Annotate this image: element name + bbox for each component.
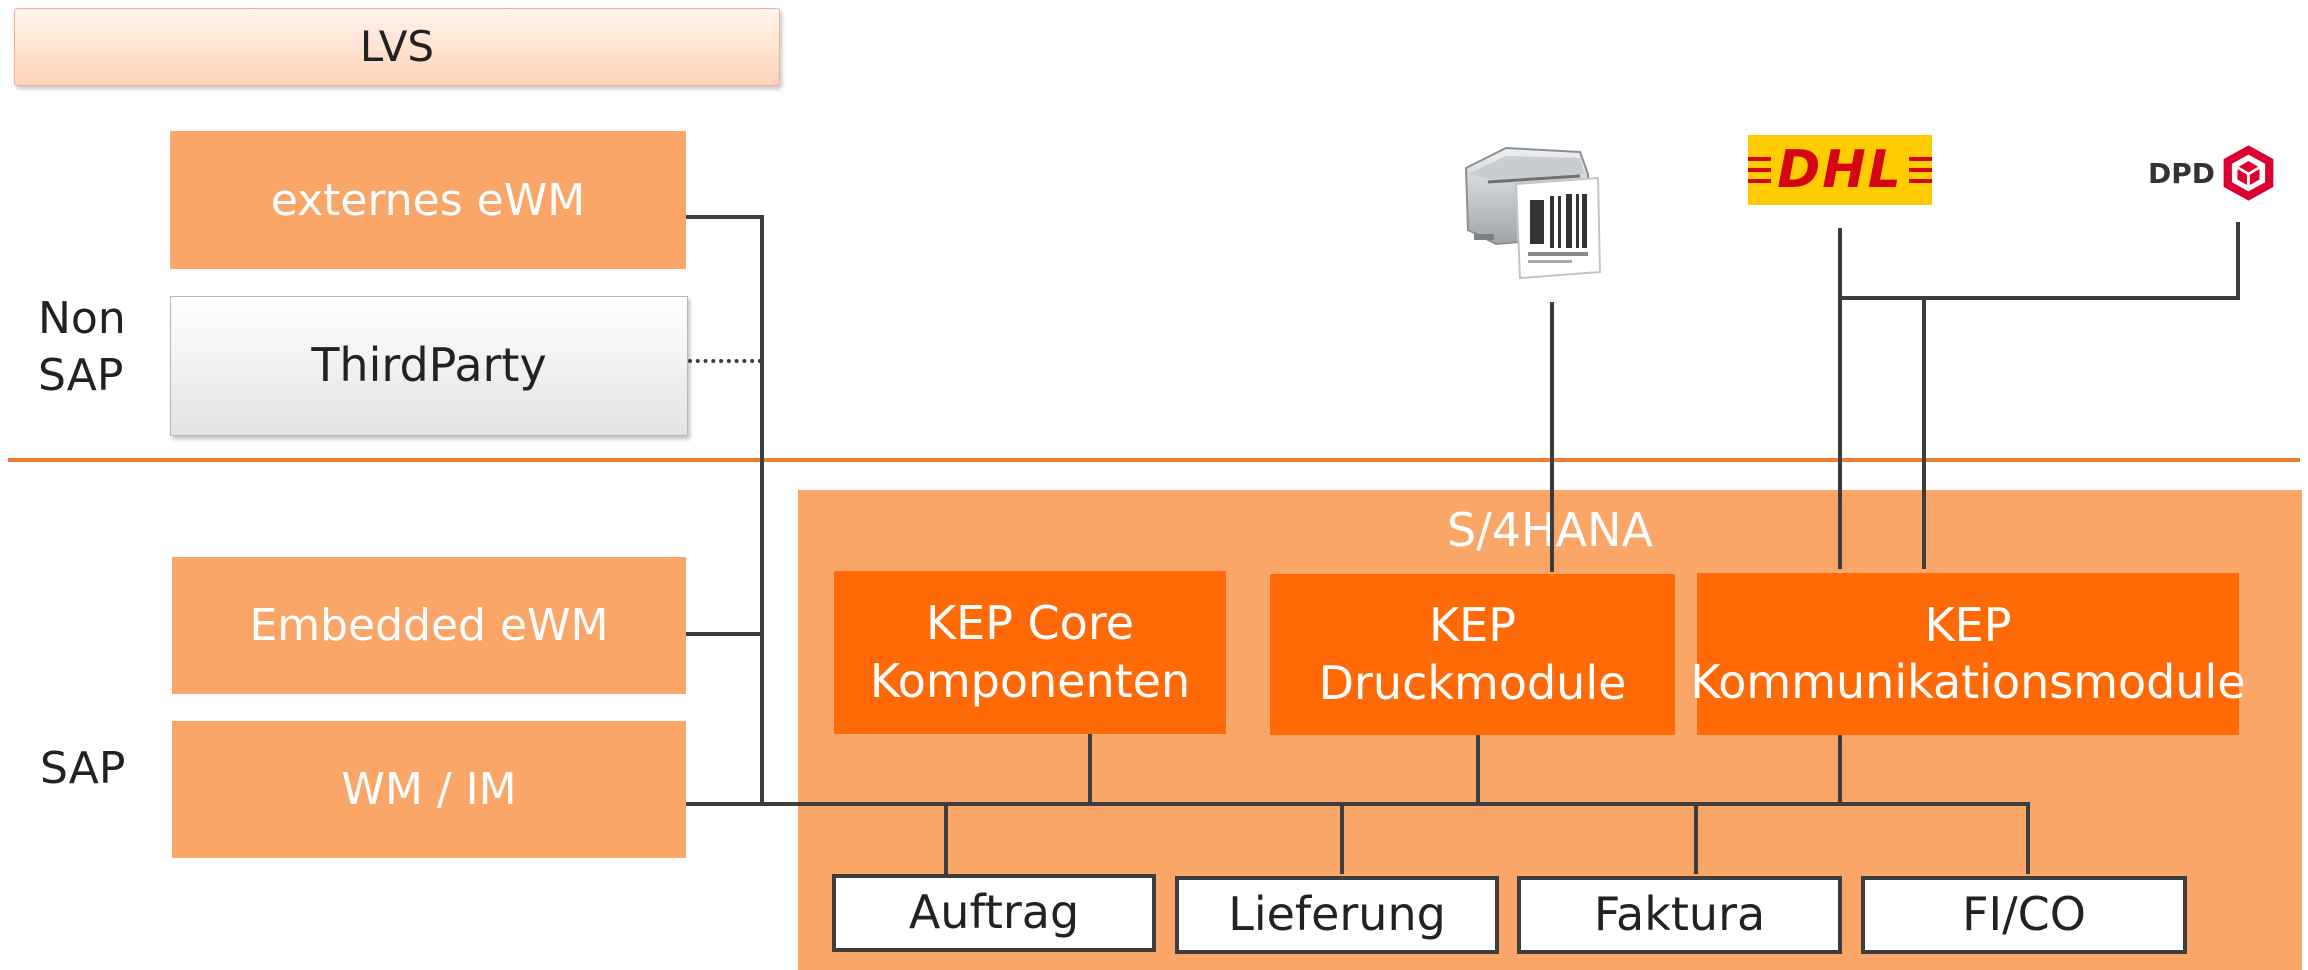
sap-divider-line	[8, 458, 2300, 462]
label-printer-icon	[1458, 144, 1606, 284]
lvs-header: LVS	[14, 8, 780, 86]
embedded-ewm-box: Embedded eWM	[172, 557, 686, 694]
kep-komm-connector	[1838, 732, 1842, 804]
thirdparty-box: ThirdParty	[170, 296, 688, 436]
main-bus-line	[686, 802, 2030, 806]
embedded-ewm-connector	[686, 632, 764, 636]
sap-label: SAP	[40, 743, 126, 794]
carrier-bus-drop	[1922, 296, 1926, 569]
faktura-connector	[1694, 802, 1698, 874]
auftrag-box: Auftrag	[832, 874, 1156, 952]
dhl-logo-icon: DHL	[1748, 135, 1932, 205]
carrier-bus-vertical-left	[1838, 228, 1842, 569]
lieferung-box: Lieferung	[1175, 876, 1499, 954]
fico-connector	[2026, 802, 2030, 874]
kep-druck-connector	[1476, 732, 1480, 804]
auftrag-connector	[944, 802, 948, 874]
thirdparty-dotted-connector	[688, 359, 762, 363]
kep-core-connector	[1088, 732, 1092, 804]
kep-core-module: KEP Core Komponenten	[834, 571, 1226, 734]
printer-connector	[1550, 302, 1554, 572]
kep-druck-module: KEP Druckmodule	[1270, 574, 1675, 735]
non-sap-label: Non SAP	[38, 293, 126, 402]
lieferung-connector	[1340, 802, 1344, 874]
carrier-bus-horizontal	[1838, 296, 2240, 300]
fico-box: FI/CO	[1861, 876, 2187, 954]
lvs-title: LVS	[359, 21, 435, 71]
dpd-logo-icon: DPD	[2148, 138, 2278, 208]
externes-ewm-box: externes eWM	[170, 131, 686, 269]
dpd-connector	[2236, 222, 2240, 300]
faktura-box: Faktura	[1517, 876, 1842, 954]
wm-im-box: WM / IM	[172, 721, 686, 858]
kep-komm-module: KEP Kommunikationsmodule	[1690, 573, 2246, 735]
lvs-trunk-line	[760, 215, 764, 805]
externes-ewm-connector	[686, 215, 764, 219]
